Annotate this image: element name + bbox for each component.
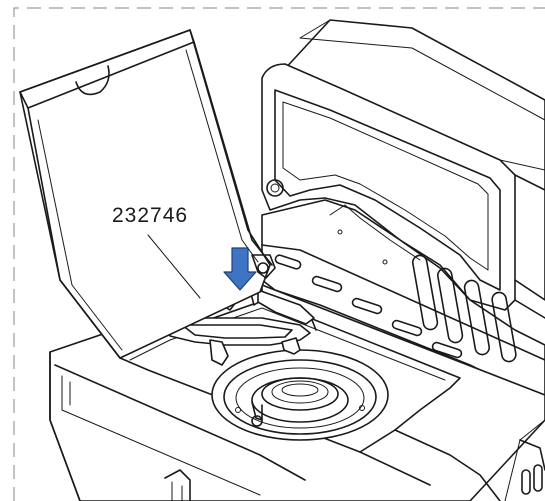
dashed-border: [13, 7, 545, 501]
burner-assembly: [211, 349, 389, 441]
part-callout: [147, 234, 201, 299]
part-number-label: 232746: [112, 204, 188, 227]
grill-body: [261, 19, 545, 319]
side-burner-lid: [19, 29, 276, 359]
down-arrow-icon: [223, 247, 257, 291]
leader-line: [147, 234, 201, 299]
